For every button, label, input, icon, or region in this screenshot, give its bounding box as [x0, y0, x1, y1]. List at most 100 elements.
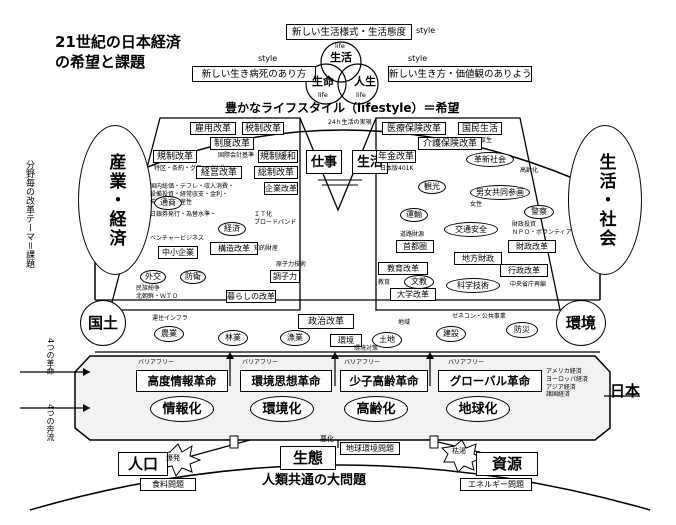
style-label-3: style	[408, 54, 428, 63]
right-small-2: 高齢化	[520, 167, 539, 174]
ka-koureika: 高齢化	[344, 396, 408, 422]
right-small-0: 厚生	[480, 137, 493, 144]
style-label-2: style	[258, 54, 278, 63]
left-small-7: ＩＴ化	[254, 211, 273, 218]
circle-seimei-label: 生命	[312, 75, 334, 88]
circle-jinsei	[337, 63, 379, 105]
middle-kensetsu: 建設	[436, 326, 466, 342]
left-box-kigyou: 企業改革	[264, 182, 298, 195]
up-arrowhead-3	[426, 352, 434, 359]
box-shigoto: 仕事	[306, 150, 342, 174]
left-small-8: ブロードバンド	[254, 219, 297, 226]
top-box-1: 新しい生活様式・生活態度	[286, 24, 412, 40]
label-kakumei: 4つの革命	[46, 338, 55, 376]
left-small-10: 北朝鮮・ＷＴＯ	[136, 293, 179, 300]
oval-sangyou-keizai-label: 産業・経済	[105, 152, 126, 248]
middle-chiiki: 地域	[398, 319, 411, 326]
box-jinkou: 人口	[118, 452, 168, 476]
circle-seikatsu	[320, 41, 362, 83]
ka-chikyuu: 地球化	[446, 396, 510, 422]
right-oval-bunkyou: 文教	[404, 275, 434, 289]
pillar-left	[229, 435, 239, 449]
center-small: 24ｈ生活の実現	[328, 119, 372, 126]
barrier-free-3: バリアフリー	[344, 359, 381, 366]
middle-nougyou: 農業	[154, 326, 184, 342]
left-small-6: ベンチャービジネス	[150, 235, 204, 242]
left-box-kouzou: 構造改革	[210, 242, 258, 255]
left-small-1: 国際会計基準	[218, 152, 255, 159]
left-box-kisei: 規制改革	[153, 150, 197, 163]
middle-gyogyou: 漁業	[280, 330, 310, 346]
revolution-kankyou: 環境思想革命	[240, 370, 332, 392]
left-box-kurashi: 暮らしの改革	[226, 290, 276, 303]
right-oval-kagaku: 科学技術	[446, 278, 500, 293]
middle-houken: 環境対策	[354, 345, 379, 352]
left-small-0: 特区・条約・グローバル化	[154, 165, 226, 172]
barrier-free-4: バリアフリー	[448, 359, 485, 366]
right-small-3: 女性	[470, 201, 483, 208]
kokatsu-burst	[440, 439, 484, 473]
left-oval-keizai: 経済	[218, 222, 246, 236]
middle-bousai: 防災	[506, 322, 538, 338]
left-small-9: 民族紛争	[136, 285, 161, 292]
middle-tochi: 土地	[372, 332, 402, 348]
up-arrowhead-2	[331, 352, 339, 359]
right-oval-unyu: 運輸	[400, 208, 428, 222]
left-box-sousei: 総制改革	[254, 166, 298, 179]
title-line-1: 21世紀の日本経済	[55, 33, 181, 51]
revolution-right-small-2: ヨーロッパ経済	[546, 375, 589, 383]
label-akka: 悪化	[320, 435, 334, 443]
kakumei-arrowhead	[83, 368, 90, 376]
right-box-iryou: 医療保険改革	[382, 122, 446, 135]
left-box-keiei: 経営改革	[196, 166, 242, 179]
pillar-right	[429, 435, 439, 449]
revolution-right-small-1: アメリカ経済	[546, 368, 582, 375]
oval-seikatsu-shakai: 生活・社会	[568, 125, 642, 275]
revolution-right-small-4: 諸国経済	[546, 391, 571, 399]
middle-ringyou: 林業	[218, 330, 248, 346]
middle-seiji: 政治改革	[298, 314, 354, 329]
left-box-zeisei: 税制改革	[242, 122, 284, 135]
center-v	[299, 117, 377, 212]
top-box-2: 新しい生き病死のあり方	[192, 66, 316, 82]
left-box-chousiryoku: 調子力	[270, 270, 300, 283]
ground-arc	[29, 464, 651, 511]
circle-seikatsu-label: 生活	[330, 51, 352, 64]
left-small-11: 原子力技術	[276, 261, 307, 268]
left-oval-bouei: 防衛	[180, 270, 206, 284]
left-small-2: 国内総価・デフレ・収入消費・	[150, 183, 235, 190]
right-box-zaisei: 財政改革	[508, 240, 556, 253]
ka-kankyou: 環境化	[250, 396, 314, 422]
right-small-8: 教育	[378, 279, 391, 286]
right-box-gyousei: 行政改革	[500, 264, 548, 277]
oval-kankyo: 環境	[556, 300, 606, 346]
right-box-daigaku: 大学改革	[390, 288, 436, 301]
circle-jinsei-label: 人生	[354, 75, 376, 88]
up-arrowhead-1	[226, 352, 234, 359]
side-note: 分野毎の改革テーマ＝課題	[24, 160, 34, 269]
box-shigen: 資源	[476, 452, 538, 476]
top-arch	[94, 129, 601, 300]
oval-sangyou-keizai: 産業・経済	[78, 125, 152, 275]
right-oval-kankou: 観光	[418, 180, 446, 194]
barrier-free-2: バリアフリー	[242, 359, 279, 366]
top-box-3: 新しい生き方・価値観のありよう	[388, 66, 532, 82]
barrier-free-1: バリアフリー	[138, 359, 175, 366]
right-small-7: 中央省庁再編	[510, 281, 547, 288]
title-line-2: の希望と課題	[55, 53, 146, 71]
box-chikyuu: 地球環境問題	[340, 442, 400, 455]
right-small-1: 日本版401K	[380, 165, 414, 172]
label-common-problem: 人類共通の大問題	[262, 473, 367, 488]
label-honryu: 4つの奔流	[46, 404, 55, 442]
left-small-5: 日銀券発行・為替水準・	[150, 211, 217, 218]
right-oval-danjo: 男女共同参画	[470, 185, 530, 200]
left-box-kanwa: 規制緩和	[258, 150, 298, 163]
right-oval-kakushin: 革新社会	[466, 152, 514, 167]
box-seitai: 生態	[280, 446, 336, 470]
right-small-4: 道路財源	[400, 231, 425, 238]
right-small-6: ＮＰＯ・ボランティア	[512, 229, 572, 236]
right-box-shutoken: 首都圏	[396, 240, 434, 253]
left-box-chuushou: 中小企業	[158, 246, 198, 259]
right-box-kyouiku: 教育改革	[378, 262, 428, 275]
